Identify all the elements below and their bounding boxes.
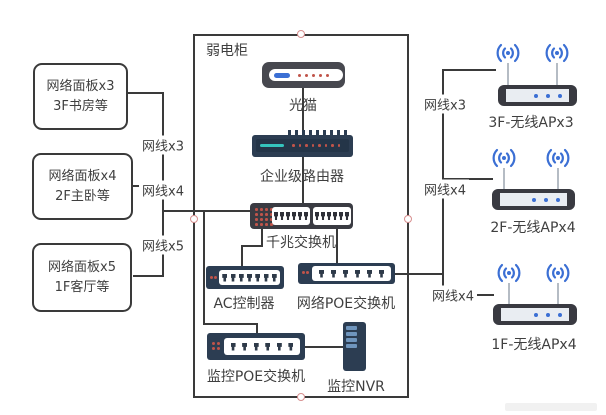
ac-port-strip — [219, 270, 280, 285]
nvr-label: 监控NVR — [327, 379, 385, 395]
panel-1f[interactable]: 网络面板x5 1F客厅等 — [32, 243, 132, 312]
modem-led-dots — [298, 73, 329, 77]
poe-switch-label: 网络POE交换机 — [296, 296, 396, 312]
line-gswitch-ac-drop1 — [261, 229, 263, 247]
panel-1f-line2: 1F客厅等 — [54, 279, 110, 295]
modem-label: 光猫 — [289, 98, 317, 114]
cable-label-left-1f: 网线x5 — [139, 235, 187, 255]
router-led-dots — [292, 144, 340, 147]
ap1f-antenna-right — [557, 283, 559, 305]
panel-1f-line1: 网络面板x5 — [48, 260, 116, 275]
ap3f-wifi-icon-right — [545, 43, 569, 63]
line-gswitch-ac-drop2 — [241, 245, 243, 267]
router-status-bar — [260, 144, 284, 147]
line-poe-trunk — [395, 273, 444, 275]
cable-label-left-2f: 网线x4 — [139, 180, 187, 200]
gigabit-switch-label: 千兆交换机 — [266, 235, 336, 251]
panel-2f-line2: 2F主卧等 — [55, 188, 110, 204]
cam-poe-switch-label: 监控POE交换机 — [206, 369, 306, 385]
ap1f-device[interactable] — [493, 304, 577, 325]
line-trunk-ap2f — [442, 178, 493, 180]
panel-3f[interactable]: 网络面板x3 3F书房等 — [33, 63, 128, 130]
ap2f-wifi-icon-left — [492, 148, 516, 168]
ap2f-antenna-left — [503, 168, 505, 190]
cabinet-handle-right[interactable] — [404, 215, 412, 223]
ap3f-wifi-icon-left — [496, 43, 520, 63]
cable-label-right-1f: 网线x4 — [429, 285, 477, 305]
ap1f-antenna-left — [508, 283, 510, 305]
line-router-gswitch — [302, 157, 304, 204]
watermark — [505, 403, 597, 411]
panel-3f-line2: 3F书房等 — [53, 98, 108, 114]
line-panel3-trunk — [133, 275, 163, 277]
gswitch-led-grid — [255, 208, 273, 226]
ap2f-wifi-icon-right — [546, 148, 570, 168]
panel-2f[interactable]: 网络面板x4 2F主卧等 — [32, 153, 133, 220]
router-faceplate — [256, 139, 349, 152]
ac-controller-device[interactable] — [206, 266, 284, 289]
ap1f-wifi-icon-left — [497, 263, 521, 283]
ac-controller-label: AC控制器 — [213, 296, 275, 312]
line-modem-router — [302, 88, 304, 132]
poe-switch-device[interactable] — [298, 263, 395, 284]
line-gswitch-poe — [336, 229, 338, 264]
line-trunk-ap3f — [442, 69, 496, 71]
line-campoe-nvr — [305, 346, 344, 348]
cable-label-right-2f: 网线x4 — [421, 179, 469, 199]
line-gswitch-ac-jog — [241, 245, 263, 247]
panel-3f-line1: 网络面板x3 — [46, 79, 115, 94]
modem-device[interactable] — [262, 62, 345, 88]
gigabit-switch-device[interactable] — [250, 203, 353, 229]
router-device[interactable] — [252, 135, 353, 157]
cabinet-handle-left[interactable] — [190, 215, 198, 223]
ap3f-device[interactable] — [498, 85, 577, 106]
ap2f-device[interactable] — [492, 189, 575, 210]
nvr-device[interactable] — [343, 322, 366, 371]
ap1f-label: 1F-无线APx4 — [491, 337, 577, 353]
cabinet-handle-bottom[interactable] — [297, 393, 305, 401]
ap2f-antenna-right — [557, 168, 559, 190]
ap3f-label: 3F-无线APx3 — [488, 115, 574, 131]
ap3f-antenna-right — [556, 63, 558, 86]
line-camfeed-vertical — [203, 210, 205, 324]
line-trunk-gswitch — [162, 210, 252, 212]
gswitch-port-group-1 — [272, 207, 310, 225]
poe-port-strip — [312, 266, 391, 281]
line-camfeed-horizontal — [203, 323, 258, 325]
line-camfeed-drop — [256, 323, 258, 334]
modem-led-bar — [274, 72, 290, 78]
cam-poe-port-strip — [224, 338, 300, 355]
ap3f-antenna-left — [507, 63, 509, 86]
cable-label-left-3f: 网线x3 — [139, 135, 187, 155]
panel-2f-line1: 网络面板x4 — [48, 169, 117, 184]
cam-poe-switch-device[interactable] — [207, 333, 305, 360]
ap1f-wifi-icon-right — [546, 263, 570, 283]
line-panel1-trunk — [128, 92, 163, 94]
cabinet-label: 弱电柜 — [206, 43, 248, 59]
router-label: 企业级路由器 — [260, 169, 344, 185]
modem-faceplate — [269, 69, 343, 81]
cable-label-right-3f: 网线x3 — [421, 94, 469, 114]
cabinet-handle-top[interactable] — [297, 30, 305, 38]
ap2f-label: 2F-无线APx4 — [490, 220, 576, 236]
gswitch-port-group-2 — [313, 207, 351, 225]
